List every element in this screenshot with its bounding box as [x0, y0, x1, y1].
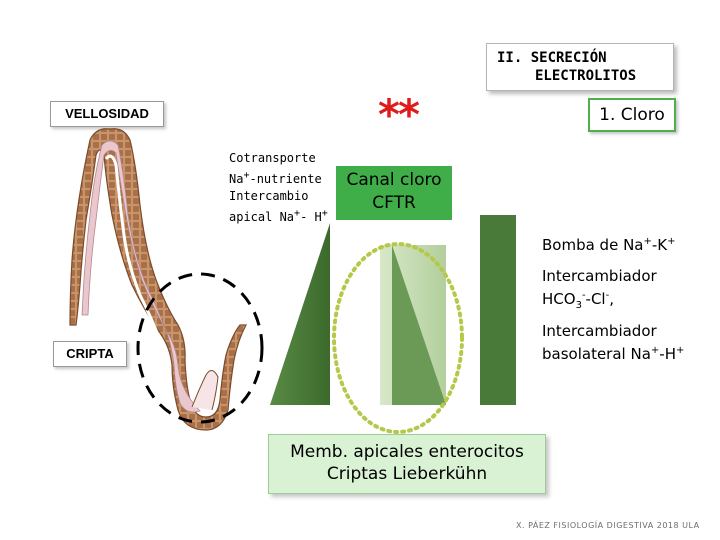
memb-line-1: Memb. apicales enterocitos — [290, 442, 524, 462]
canal-cloro-box: Canal cloro CFTR — [336, 166, 452, 220]
gradient-bar-2-dark — [392, 245, 446, 405]
canal-cloro-line-1: Canal cloro — [346, 170, 442, 190]
intercambiador-basolateral-line-1: Intercambiador — [542, 322, 657, 340]
gradient-bar-3-dark — [480, 215, 516, 405]
cotransporte-line-2: Na+-nutriente — [229, 170, 322, 186]
gradient-bar-1-dark — [270, 223, 330, 405]
cotransporte-line-3: Intercambio — [229, 189, 309, 203]
title-line-2: ELECTROLITOS — [535, 68, 637, 84]
cftr-highlight-circle — [332, 242, 464, 434]
canal-cloro-line-2: CFTR — [372, 193, 416, 213]
memb-apicales-box: Memb. apicales enterocitos Criptas Liebe… — [268, 434, 546, 494]
title-box: II. SECRECIÓN ELECTROLITOS — [486, 43, 674, 91]
intercambiador-hco3-line-1: Intercambiador — [542, 267, 657, 285]
asterisk-marker: ** — [378, 90, 420, 139]
cotransporte-line-1: Cotransporte — [229, 151, 316, 165]
title-line-1: II. SECRECIÓN — [497, 50, 607, 66]
vellosidad-label: VELLOSIDAD — [50, 101, 164, 127]
crypt-highlight-circle — [136, 272, 264, 424]
credit-footer: X. PÁEZ FISIOLOGÍA DIGESTIVA 2018 ULA — [516, 521, 700, 530]
intercambiador-hco3-label: Intercambiador HCO3--Cl-, — [542, 266, 657, 316]
cripta-label: CRIPTA — [53, 341, 127, 367]
memb-line-2: Criptas Lieberkühn — [326, 464, 488, 484]
villus-crypt-illustration — [69, 128, 247, 431]
cotransporte-line-4: apical Na+- H+ — [229, 208, 328, 224]
intercambiador-hco3-line-2: HCO3--Cl-, — [542, 290, 614, 311]
intercambiador-basolateral-line-2: basolateral Na+-H+ — [542, 345, 685, 363]
gradient-bars — [270, 215, 516, 405]
intercambiador-basolateral-label: Intercambiador basolateral Na+-H+ — [542, 321, 684, 364]
cotransporte-text: Cotransporte Na+-nutriente Intercambio a… — [229, 150, 328, 226]
bomba-na-k-label: Bomba de Na+-K+ — [542, 236, 676, 254]
cloro-label: 1. Cloro — [588, 98, 676, 132]
